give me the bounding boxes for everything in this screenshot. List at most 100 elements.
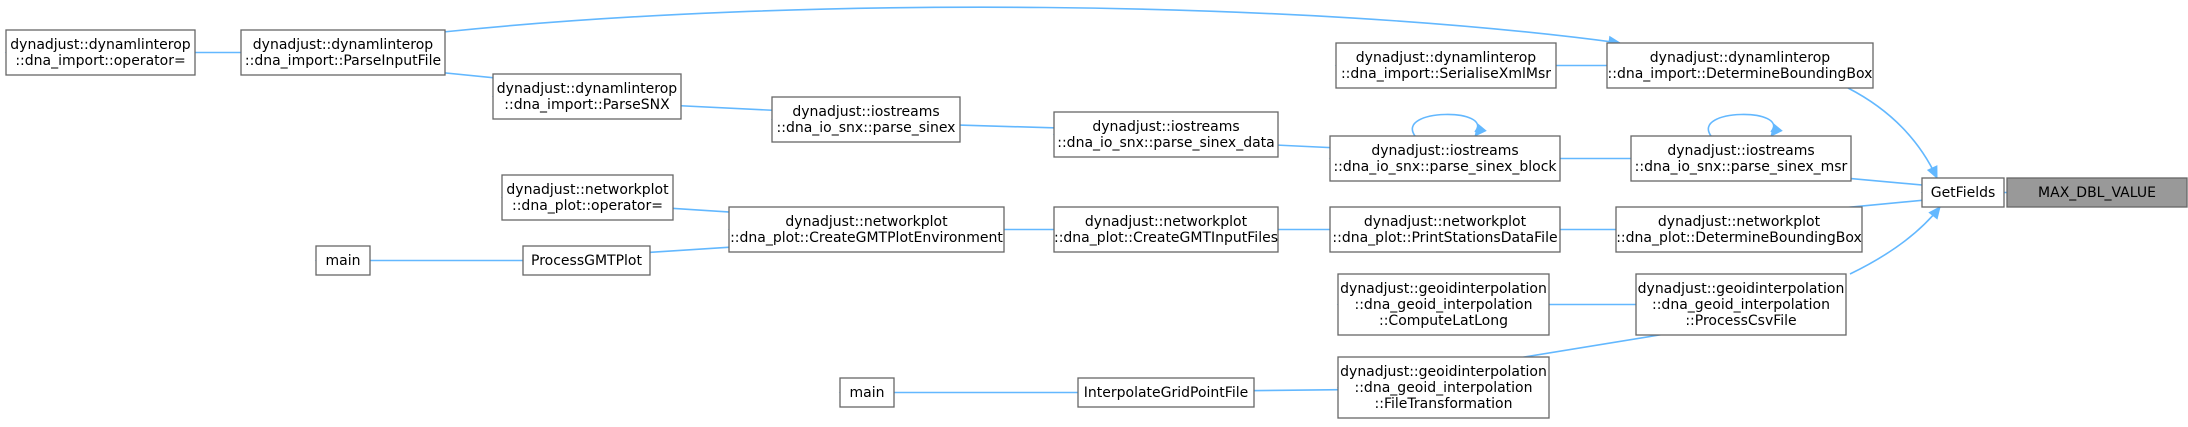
node-label: ::dna_plot::DetermineBoundingBox (1616, 230, 1862, 246)
node-box (1053, 111, 1279, 158)
node-label: dynadjust::geoidinterpolation (1340, 364, 1547, 380)
node-plot-operator[interactable]: dynadjust::networkplot::dna_plot::operat… (501, 174, 674, 221)
edge-process-csv-to-getfields-line (1849, 206, 1941, 275)
node-serialise-xml-msr[interactable]: dynadjust::dynamlinterop::dna_import::Se… (1335, 42, 1557, 89)
edge-process-csv-to-getfields-arrowhead (1928, 206, 1941, 220)
node-label: dynadjust::dynamlinterop (497, 81, 678, 97)
node-box (240, 29, 446, 76)
node-label: dynadjust::networkplot (785, 214, 948, 230)
edge-parse-sinex-msr-to-parse-sinex-msr-arrowhead (1770, 123, 1783, 137)
node-determine-bbox-plot[interactable]: dynadjust::networkplot::dna_plot::Determ… (1615, 206, 1863, 253)
node-label: dynadjust::geoidinterpolation (1638, 281, 1845, 297)
node-label: ::dna_import::ParseInputFile (245, 53, 441, 69)
edge-process-csv-to-getfields (1849, 206, 1941, 275)
node-box (1921, 177, 2005, 208)
node-interp-grid[interactable]: InterpolateGridPointFile (1077, 377, 1255, 408)
node-label: ::dna_import::ParseSNX (504, 97, 670, 113)
node-label: ::dna_plot::PrintStationsDataFile (1332, 230, 1557, 246)
node-label: ::dna_plot::CreateGMTInputFiles (1054, 230, 1278, 246)
node-label: dynadjust::networkplot (1085, 214, 1248, 230)
nodes-layer: MAX_DBL_VALUE GetFields dynadjust::dynamli… (5, 29, 2188, 419)
node-parse-sinex-block[interactable]: dynadjust::iostreams::dna_io_snx::parse_… (1329, 135, 1561, 182)
node-parse-sinex-data[interactable]: dynadjust::iostreams::dna_io_snx::parse_… (1053, 111, 1279, 158)
node-box (522, 245, 651, 276)
edge-parse-input-file-to-determine-bbox-xml-line (442, 6, 1621, 44)
node-label: ::ComputeLatLong (1379, 313, 1508, 329)
node-determine-bbox-xml[interactable]: dynadjust::dynamlinterop::dna_import::De… (1606, 42, 1874, 89)
node-main-2[interactable]: main (839, 377, 895, 408)
node-label: dynadjust::iostreams (1667, 143, 1814, 159)
node-box (5, 29, 196, 76)
node-label: ::dna_import::DetermineBoundingBox (1608, 66, 1873, 82)
node-process-gmt-plot[interactable]: ProcessGMTPlot (522, 245, 651, 276)
node-create-gmt-env[interactable]: dynadjust::networkplot::dna_plot::Create… (728, 206, 1005, 253)
node-max-dbl-value[interactable]: MAX_DBL_VALUE (2006, 177, 2188, 208)
node-label: dynadjust::dynamlinterop (10, 37, 191, 53)
node-file-transform[interactable]: dynadjust::geoidinterpolation::dna_geoid… (1337, 356, 1550, 419)
node-compute-latlong[interactable]: dynadjust::geoidinterpolation::dna_geoid… (1337, 273, 1550, 336)
node-box (1077, 377, 1255, 408)
node-box (1053, 206, 1279, 253)
node-box (839, 377, 895, 408)
node-create-gmt-input[interactable]: dynadjust::networkplot::dna_plot::Create… (1053, 206, 1279, 253)
node-label: InterpolateGridPointFile (1084, 385, 1248, 401)
node-parse-sinex[interactable]: dynadjust::iostreams::dna_io_snx::parse_… (771, 96, 961, 143)
node-label: main (850, 385, 885, 401)
node-box (1337, 356, 1550, 419)
node-box (771, 96, 961, 143)
node-label: ::ProcessCsvFile (1685, 313, 1796, 329)
edge-parse-input-file-to-determine-bbox-xml (442, 6, 1622, 48)
node-box (1606, 42, 1874, 89)
node-label: ::dna_geoid_interpolation (1652, 297, 1830, 313)
node-label: dynadjust::networkplot (1658, 214, 1821, 230)
edge-parse-sinex-block-to-parse-sinex-block-arrowhead (1474, 123, 1487, 137)
node-print-stations[interactable]: dynadjust::networkplot::dna_plot::PrintS… (1329, 206, 1561, 253)
node-label: ::dna_import::SerialiseXmlMsr (1341, 66, 1551, 82)
node-label: dynadjust::dynamlinterop (253, 37, 434, 53)
edge-determine-bbox-xml-to-getfields-arrowhead (1926, 165, 1938, 180)
edge-parse-sinex-block-to-parse-sinex-block-line (1411, 113, 1479, 137)
node-getfields[interactable]: GetFields (1921, 177, 2005, 208)
node-box (1335, 42, 1557, 89)
node-label: main (326, 253, 361, 269)
edge-determine-bbox-xml-to-getfields-line (1847, 87, 1938, 179)
node-label: ::FileTransformation (1375, 396, 1513, 412)
node-parse-sinex-msr[interactable]: dynadjust::iostreams::dna_io_snx::parse_… (1630, 135, 1852, 182)
node-box (1635, 273, 1847, 336)
node-label: ::dna_geoid_interpolation (1355, 297, 1533, 313)
node-label: ::dna_io_snx::parse_sinex (777, 120, 956, 136)
node-label: GetFields (1931, 185, 1996, 201)
node-box (2006, 177, 2188, 208)
node-label: dynadjust::iostreams (792, 104, 939, 120)
node-label: ::dna_io_snx::parse_sinex_msr (1635, 159, 1848, 175)
edge-parse-sinex-block-to-parse-sinex-block (1411, 113, 1487, 137)
node-label: dynadjust::networkplot (506, 182, 669, 198)
node-box (1329, 206, 1561, 253)
node-label: dynadjust::dynamlinterop (1356, 50, 1537, 66)
node-label: dynadjust::iostreams (1371, 143, 1518, 159)
node-parse-input-file[interactable]: dynadjust::dynamlinterop::dna_import::Pa… (240, 29, 446, 76)
node-label: dynadjust::iostreams (1092, 119, 1239, 135)
node-box (728, 206, 1005, 253)
node-main-1[interactable]: main (315, 245, 371, 276)
node-label: ::dna_plot::operator= (512, 198, 663, 214)
node-box (1630, 135, 1852, 182)
node-parse-snx[interactable]: dynadjust::dynamlinterop::dna_import::Pa… (492, 73, 682, 120)
node-box (315, 245, 371, 276)
node-box (1329, 135, 1561, 182)
node-box (501, 174, 674, 221)
node-label: ::dna_import::operator= (15, 53, 185, 69)
node-label: ::dna_geoid_interpolation (1355, 380, 1533, 396)
node-import-operator[interactable]: dynadjust::dynamlinterop::dna_import::op… (5, 29, 196, 76)
node-label: MAX_DBL_VALUE (2038, 185, 2156, 201)
node-label: ProcessGMTPlot (531, 253, 642, 269)
node-box (1615, 206, 1863, 253)
node-box (1337, 273, 1550, 336)
node-box (492, 73, 682, 120)
node-process-csv[interactable]: dynadjust::geoidinterpolation::dna_geoid… (1635, 273, 1847, 336)
node-label: dynadjust::networkplot (1364, 214, 1527, 230)
node-label: dynadjust::geoidinterpolation (1340, 281, 1547, 297)
node-label: ::dna_plot::CreateGMTPlotEnvironment (730, 230, 1003, 246)
edge-determine-bbox-xml-to-getfields (1847, 87, 1938, 180)
